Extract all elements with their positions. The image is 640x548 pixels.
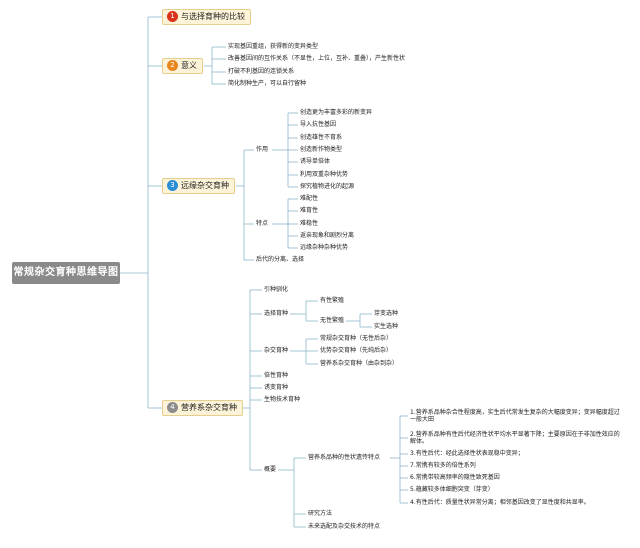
number-badge-2: 2 bbox=[167, 60, 178, 71]
introduction-node: 引种驯化 bbox=[264, 286, 289, 293]
cross-item: 常规杂交育种（无性后杂） bbox=[320, 335, 393, 342]
significance-item: 实现基因重组，获得新的变异类型 bbox=[228, 43, 319, 50]
trait-heredity-node: 营养系品种的性状遗传特点 bbox=[308, 454, 381, 461]
role-item: 创造更为丰富多彩的新变异 bbox=[300, 109, 373, 116]
selection-node: 选择育种 bbox=[264, 310, 289, 317]
heredity-point: 5.蕴藏较多体细胞突变（芽变） bbox=[410, 486, 494, 493]
branch-label: 意义 bbox=[181, 61, 197, 70]
significance-item: 打破不利基因的连锁关系 bbox=[228, 68, 295, 75]
role-node: 作用 bbox=[256, 146, 269, 153]
root-topic: 常规杂交育种思维导图 bbox=[12, 262, 120, 284]
role-item: 利用双重杂种优势 bbox=[300, 171, 349, 178]
role-item: 创造新作物类型 bbox=[300, 146, 343, 153]
cross-item: 营养系杂交育种（由杂到杂） bbox=[320, 360, 399, 367]
sexual-node: 有性繁殖 bbox=[320, 297, 345, 304]
biotech-node: 生物技术育种 bbox=[264, 396, 301, 403]
significance-item: 改善基因间的互作关系（不显性，上位，互补、重叠），产生新性状 bbox=[228, 55, 406, 62]
role-item: 导入抗性基因 bbox=[300, 121, 337, 128]
feature-item: 返亲现象和剧烈分离 bbox=[300, 232, 355, 239]
heredity-point: 7.常携有较多的倍性系列 bbox=[410, 462, 476, 469]
cross-item: 优势杂交育种（先纯后杂） bbox=[320, 347, 393, 354]
feature-item: 远缘杂种杂种优势 bbox=[300, 244, 349, 251]
overview-node: 概要 bbox=[264, 466, 277, 473]
mutation-node: 诱变育种 bbox=[264, 384, 289, 391]
role-item: 诱导单倍体 bbox=[300, 158, 331, 165]
number-badge-4: 4 bbox=[167, 402, 178, 413]
progeny-node: 后代的分离、选择 bbox=[256, 256, 305, 263]
number-badge-3: 3 bbox=[167, 180, 178, 191]
heredity-point: 3.有性后代：经此选择性状表现稳中变异； bbox=[410, 450, 524, 457]
heredity-point: 2.营养系品种有性后代经济性状平均水平显著下降；主要原因在于非加性效应的解体。 bbox=[410, 431, 620, 445]
role-item: 探究植物进化的起源 bbox=[300, 183, 355, 190]
heredity-point: 1.营养系品种杂合性程度高，实生后代常发生复杂的大幅度变异；变异幅度超过一般大田 bbox=[410, 409, 620, 423]
research-method-node: 研究方法 bbox=[308, 510, 333, 517]
feature-item: 难育性 bbox=[300, 207, 319, 214]
feature-item: 难稳性 bbox=[300, 220, 319, 227]
branch-label: 远缘杂交育种 bbox=[181, 181, 229, 190]
future-node: 未来选配及杂交技术的特点 bbox=[308, 523, 381, 530]
role-item: 创造雄性不育系 bbox=[300, 134, 343, 141]
branch-label: 与选择育种的比较 bbox=[181, 12, 245, 21]
feature-node: 特点 bbox=[256, 220, 269, 227]
asexual-node: 无性繁殖 bbox=[320, 317, 345, 324]
heredity-point: 4.有性后代：质量性状异常分离；相邻基因改变了显性度和共显率。 bbox=[410, 499, 590, 506]
seedling-node: 实生选种 bbox=[374, 323, 399, 330]
number-badge-1: 1 bbox=[167, 11, 178, 22]
significance-item: 简化制种生产，可以自行留种 bbox=[228, 80, 307, 87]
branch-label: 营养系杂交育种 bbox=[181, 403, 237, 412]
feature-item: 难配性 bbox=[300, 195, 319, 202]
bud-sport-node: 芽变选种 bbox=[374, 310, 399, 317]
heredity-point: 6.常携带较高频率的隐性致死基因 bbox=[410, 474, 500, 481]
polyploid-node: 倍性育种 bbox=[264, 372, 289, 379]
cross-breeding-node: 杂交育种 bbox=[264, 347, 289, 354]
